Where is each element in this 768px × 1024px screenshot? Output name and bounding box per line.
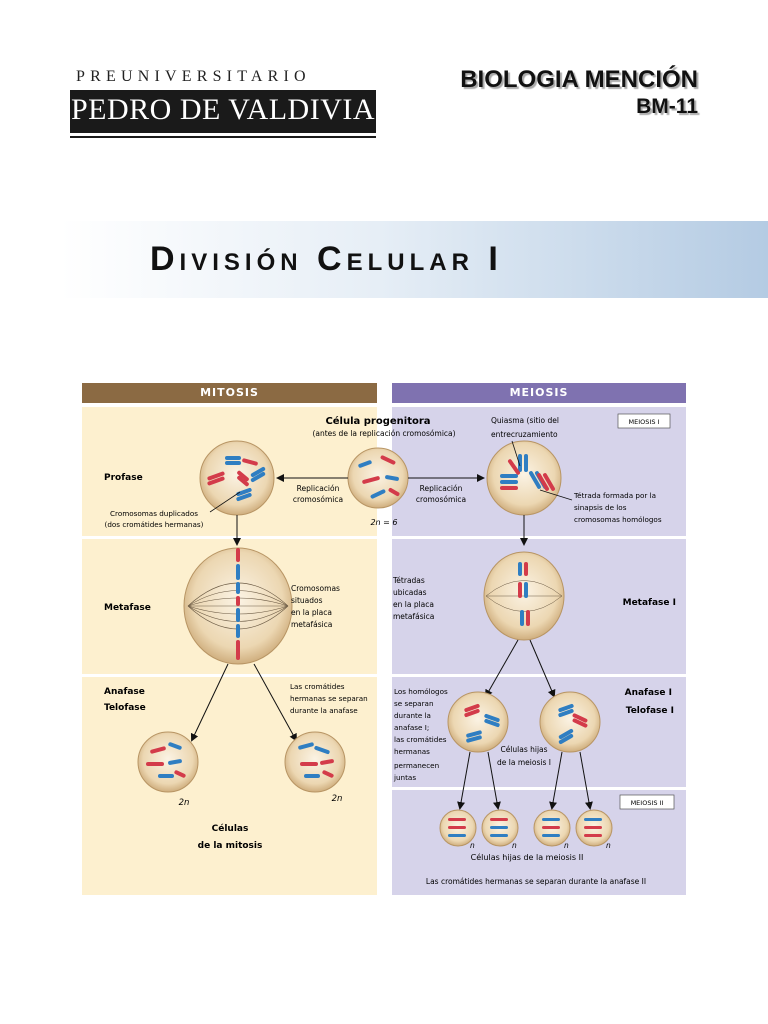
mitosis-prophase-cell	[199, 440, 275, 516]
logo: PEDRO DE VALDIVIA	[70, 90, 376, 133]
tetradas-label-2: ubicadas	[393, 588, 427, 597]
chrom-plate-4: metafásica	[291, 620, 332, 629]
progenitor-subtitle: (antes de la replicación cromosómica)	[312, 429, 455, 438]
page-title: División Celular I	[150, 240, 503, 278]
metafase-i-label: Metafase I	[623, 598, 676, 608]
sister-sep-2: hermanas se separan	[290, 694, 368, 703]
anafase-label: Anafase	[104, 687, 145, 697]
sister-sep-3: durante la anafase	[290, 706, 358, 715]
hom-label-8: juntas	[393, 773, 416, 782]
meiosis-metaphase-cell	[483, 551, 565, 641]
celulas-label-2: de la mitosis	[198, 841, 263, 851]
telofase-i-label: Telofase I	[626, 706, 674, 716]
sister-sep-1: Las cromátides	[290, 682, 345, 691]
meiosis-ii-daughter-cell	[439, 809, 477, 847]
meiosis-i-tag-box	[617, 413, 671, 429]
replication-right-2: cromosómica	[416, 495, 466, 504]
tetradas-label-1: Tétradas	[392, 576, 425, 585]
meiosis-ii-tag: MEIOSIS II	[631, 799, 664, 807]
hom-label-4: anafase I;	[394, 723, 429, 732]
progenitor-title: Célula progenitora	[325, 415, 430, 427]
hom-label-2: se separan	[394, 699, 434, 708]
metafase-label: Metafase	[104, 603, 151, 613]
ploidy-2n-right: 2n	[332, 794, 343, 804]
mitosis-daughter-cell	[284, 731, 346, 793]
hom-label-7: permanecen	[394, 761, 439, 770]
tetrada-label-2: sinapsis de los	[574, 503, 627, 512]
meiosis-ii-daughter-cell	[533, 809, 571, 847]
mitosis-metaphase-cell	[183, 547, 293, 665]
progenitor-cell	[347, 447, 409, 509]
hom-label-3: durante la	[394, 711, 431, 720]
quiasma-label-1: Quiasma (sitio del	[491, 416, 559, 425]
tetradas-label-4: metafásica	[393, 612, 434, 621]
hom-label-6: hermanas	[394, 747, 430, 756]
hijas-ii-label: Células hijas de la meiosis II	[471, 852, 584, 862]
chrom-plate-1: Cromosomas	[291, 584, 340, 593]
subject-code: BM-11	[636, 95, 698, 118]
replication-right-1: Replicación	[420, 484, 463, 493]
sister-sep-ii-label: Las cromátides hermanas se separan duran…	[426, 877, 646, 886]
meiosis-ii-daughter-cell	[575, 809, 613, 847]
meiosis-i-daughter-cell	[447, 691, 509, 753]
logo-top-text: PREUNIVERSITARIO	[76, 68, 311, 85]
logo-main-text: PEDRO DE VALDIVIA	[70, 93, 376, 126]
telofase-label: Telofase	[104, 703, 146, 713]
anafase-i-label: Anafase I	[625, 688, 672, 698]
meiosis-i-daughter-cell	[539, 691, 601, 753]
meiosis-ii-daughter-cell	[481, 809, 519, 847]
row-divider	[392, 787, 686, 790]
tetrada-label-1: Tétrada formada por la	[573, 491, 656, 500]
row-divider	[82, 674, 686, 677]
chrom-plate-3: en la placa	[291, 608, 332, 617]
n-label: n	[606, 841, 611, 850]
hom-label-1: Los homólogos	[394, 687, 448, 696]
subject-title: BIOLOGIA MENCIÓN	[460, 66, 698, 93]
duplicated-label-1: Cromosomas duplicados	[110, 509, 198, 518]
duplicated-label-2: (dos cromátides hermanas)	[105, 520, 204, 529]
meiosis-i-tag: MEIOSIS I	[629, 418, 660, 426]
hom-label-5: las cromátides	[394, 735, 447, 744]
hijas-i-label-1: Células hijas	[500, 745, 547, 754]
hijas-i-label-2: de la meiosis I	[497, 758, 551, 767]
mitosis-daughter-cell	[137, 731, 199, 793]
replication-left-2: cromosómica	[293, 495, 343, 504]
chrom-plate-2: situados	[291, 596, 323, 605]
ploidy-label: 2n = 6	[370, 518, 397, 527]
meiosis-header: MEIOSIS	[392, 383, 686, 403]
mitosis-header: MITOSIS	[82, 383, 377, 403]
celulas-label-1: Células	[212, 823, 249, 834]
quiasma-label-2: entrecruzamiento	[491, 430, 558, 439]
meiosis-prophase-cell	[486, 440, 562, 516]
n-label: n	[564, 841, 569, 850]
replication-left-1: Replicación	[297, 484, 340, 493]
n-label: n	[512, 841, 517, 850]
profase-label: Profase	[104, 473, 143, 483]
ploidy-2n-left: 2n	[179, 798, 190, 808]
meiosis-ii-tag-box	[619, 794, 675, 810]
n-label: n	[470, 841, 475, 850]
title-band	[60, 221, 768, 298]
row-divider	[82, 536, 686, 539]
tetrada-label-3: cromosomas homólogos	[574, 515, 662, 524]
tetradas-label-3: en la placa	[393, 600, 434, 609]
